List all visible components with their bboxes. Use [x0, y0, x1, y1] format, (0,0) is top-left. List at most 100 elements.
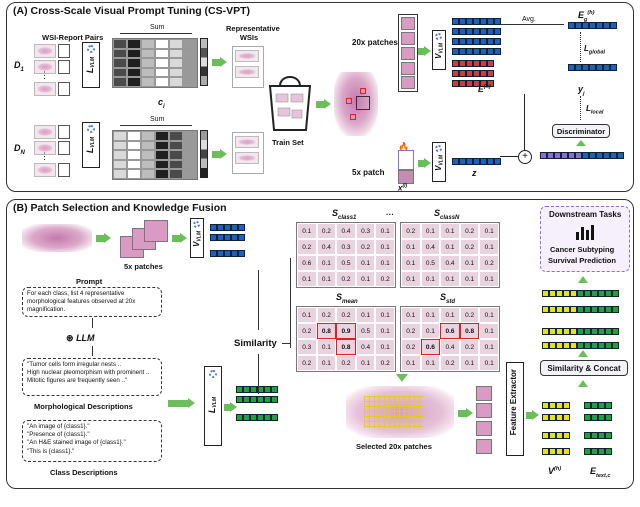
gear-icon [193, 221, 200, 228]
grid-cell: 0.1 [401, 355, 421, 371]
grid-cell: 0.1 [479, 239, 499, 255]
sum-arrow [120, 125, 192, 126]
token-cell [584, 448, 591, 455]
patch-tile [401, 47, 415, 60]
token-cell [487, 80, 494, 87]
patch-tile [144, 220, 168, 242]
token-cell [250, 386, 257, 393]
grid-cell: 0.2 [401, 223, 421, 239]
grid-cell: 0.1 [440, 271, 460, 287]
grid-cell: 0.2 [401, 323, 421, 339]
down-arrow [92, 318, 93, 328]
wsi-thumbnail [34, 163, 56, 177]
token-cell [591, 448, 598, 455]
arrow-right [212, 59, 220, 66]
grid-cell: 0.2 [440, 355, 460, 371]
grid-cell: 0.2 [336, 307, 356, 323]
matrix-cell [141, 131, 155, 141]
similarity-concat-box: Similarity & Concat [540, 360, 628, 376]
matrix-cell [127, 77, 141, 87]
similarity-matrix-top [112, 38, 198, 88]
grid-cell: 0.1 [459, 255, 480, 271]
token-cell [596, 22, 603, 29]
token-cell [598, 342, 605, 349]
wsi-thumbnail [34, 44, 56, 58]
token-row [584, 432, 612, 439]
downstream-task-1: Cancer Subtyping [550, 245, 615, 254]
patch-tile [401, 62, 415, 75]
wsi-thumbnail [34, 82, 56, 96]
matrix-cell [155, 39, 169, 49]
token-row [542, 342, 619, 349]
token-cell [542, 328, 549, 335]
grid-cell: 0.4 [355, 339, 376, 355]
token-row [236, 386, 278, 393]
grid-cell: 0.1 [375, 255, 395, 271]
token-cell [577, 328, 584, 335]
vvlm-encoder-bottom: VVLM [432, 142, 446, 182]
vvlm-label: VVLM [192, 231, 203, 247]
token-cell [257, 396, 264, 403]
token-cell [480, 48, 487, 55]
connector-line [524, 94, 525, 150]
down-arrow [92, 346, 93, 356]
token-cell [542, 306, 549, 313]
lvlm-label: LVLM [207, 397, 218, 414]
wsi-thumbnail [34, 60, 56, 74]
token-cell [591, 290, 598, 297]
arrow-right [458, 410, 466, 417]
s-class1-label: Sclass1 [332, 208, 357, 221]
token-cell [466, 18, 473, 25]
avg-label: Avg. [522, 16, 536, 23]
matrix-cell [155, 58, 169, 68]
token-cell [589, 152, 596, 159]
prompt-label: Prompt [76, 277, 103, 286]
token-cell [605, 432, 612, 439]
token-row [236, 396, 278, 403]
token-cell [598, 414, 605, 421]
token-cell [568, 22, 575, 29]
token-cell [257, 386, 264, 393]
grid-cell: 0.1 [459, 355, 480, 371]
grid-cell: 0.1 [375, 307, 395, 323]
downstream-title: Downstream Tasks [549, 210, 622, 219]
matrix-cell [141, 159, 155, 170]
l-local-label: Llocal [586, 104, 604, 116]
grid-cell: 0.1 [297, 307, 317, 323]
s-mean-label: Smean [336, 292, 358, 305]
token-cell [610, 152, 617, 159]
matrix-cell [113, 169, 127, 179]
matrix-cell [141, 140, 155, 151]
token-row [236, 414, 278, 421]
token-cell [487, 70, 494, 77]
matrix-cell [169, 131, 183, 141]
arrow-right [418, 160, 424, 167]
token-cell [549, 306, 556, 313]
token-cell [603, 22, 610, 29]
grid-cell: 0.1 [479, 271, 499, 287]
similarity-label: Similarity [234, 338, 277, 349]
report-doc-icon [58, 82, 70, 96]
token-cell [556, 414, 563, 421]
token-cell [584, 306, 591, 313]
token-cell [452, 38, 459, 45]
arrow-right-head [104, 233, 111, 243]
token-cell [238, 250, 245, 257]
llm-icon: ⊛ [66, 333, 74, 343]
token-cell [257, 414, 264, 421]
grid-cell: 0.1 [459, 271, 480, 287]
patches-5x-label: 5x patches [124, 262, 163, 271]
grid-cell: 0.2 [479, 255, 499, 271]
grid-cell: 0.1 [440, 239, 460, 255]
connector-line [258, 354, 259, 394]
token-cell [605, 290, 612, 297]
token-cell [480, 38, 487, 45]
matrix-cell [183, 159, 197, 170]
matrix-cell [113, 131, 127, 141]
token-row [584, 414, 612, 421]
matrix-cell [155, 159, 169, 170]
token-cell [480, 60, 487, 67]
sum-vector-top [200, 38, 208, 86]
class-desc-box: "An image of {class1}." "Presence of {cl… [22, 420, 162, 462]
